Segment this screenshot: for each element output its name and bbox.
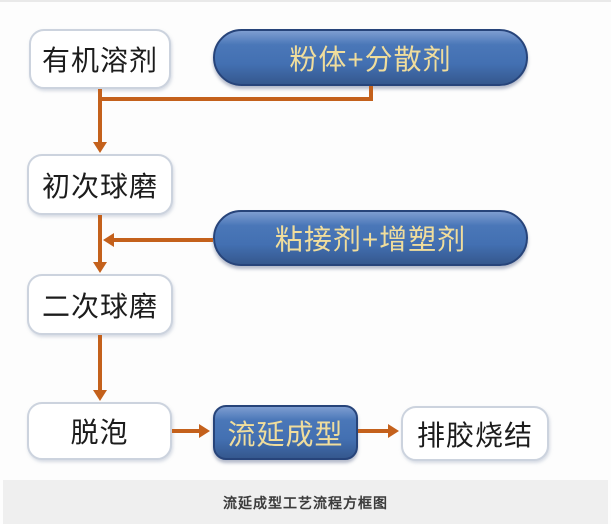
node-first-ball-milling: 初次球磨: [27, 154, 173, 215]
arrowhead-into-second-milling: [93, 262, 107, 273]
node-organic-solvent-label: 有机溶剂: [41, 45, 158, 76]
arrowhead-binder-into-line: [103, 233, 114, 247]
connector-binder-horizontal-line: [113, 238, 213, 242]
node-powder-dispersant-label: 粉体+分散剂: [289, 43, 452, 75]
node-powder-dispersant: 粉体+分散剂: [213, 29, 528, 86]
node-tape-casting: 流延成型: [213, 405, 358, 460]
node-degassing-label: 脱泡: [70, 417, 129, 448]
node-second-ball-milling-label: 二次球磨: [41, 290, 158, 322]
connector-degassing-to-tape-casting-line: [172, 429, 200, 433]
node-first-ball-milling-label: 初次球磨: [41, 170, 158, 202]
node-debinding-sintering: 排胶烧结: [401, 406, 549, 461]
connector-first-to-second-milling-line: [98, 215, 102, 263]
caption-bar: 流延成型工艺流程方框图: [3, 480, 608, 524]
caption-text: 流延成型工艺流程方框图: [223, 495, 388, 511]
node-tape-casting-label: 流延成型: [227, 418, 344, 450]
connector-tape-casting-to-sintering-line: [358, 429, 389, 433]
node-organic-solvent: 有机溶剂: [29, 29, 171, 89]
arrowhead-into-tape-casting: [199, 424, 210, 438]
node-binder-plasticizer-label: 粘接剂+增塑剂: [274, 224, 467, 255]
connector-solvent-to-first-milling-line: [98, 89, 102, 143]
node-binder-plasticizer: 粘接剂+增塑剂: [213, 210, 528, 266]
connector-second-milling-to-degassing-line: [98, 335, 102, 391]
node-degassing: 脱泡: [27, 402, 172, 460]
node-second-ball-milling: 二次球磨: [27, 274, 173, 335]
arrowhead-into-sintering: [388, 424, 399, 438]
arrowhead-into-degassing: [93, 390, 107, 401]
connector-branch-horizontal: [98, 97, 373, 101]
node-debinding-sintering-label: 排胶烧结: [416, 419, 533, 451]
connector-powder-pill-stub: [369, 86, 373, 101]
arrowhead-into-first-milling: [93, 142, 107, 153]
